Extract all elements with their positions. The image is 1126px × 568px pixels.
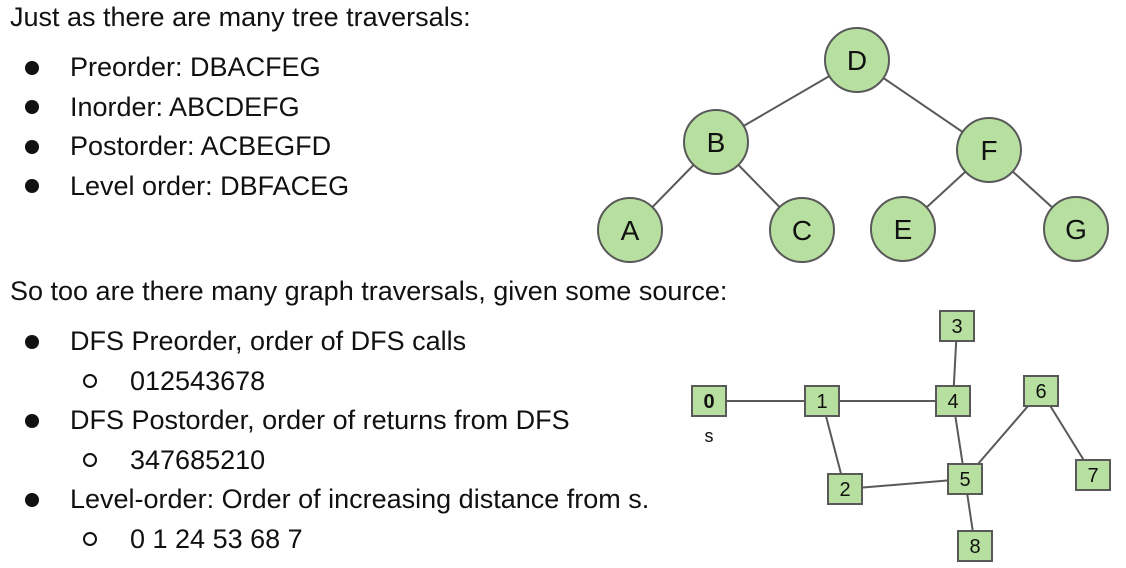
bullet-dot (25, 413, 39, 428)
graph-traversal-text: DFS Preorder, order of DFS calls (70, 326, 467, 356)
traversal-order-text: 012543678 (130, 365, 266, 396)
source-label: s (705, 426, 714, 446)
graph-node-8: 8 (957, 530, 993, 562)
tree-traversal-text: Preorder: DBACFEG (70, 52, 321, 82)
graph-node-label: 8 (969, 536, 980, 558)
graph-node-label: 7 (1087, 465, 1098, 487)
graph-node-label: 1 (816, 391, 827, 413)
graph-edge-2-5 (844, 478, 966, 490)
tree-traversals-heading: Just as there are many tree traversals: (10, 2, 471, 32)
bullet-ring (83, 374, 97, 389)
graph-traversal-list: DFS Preorder, order of DFS calls 01254367… (0, 322, 649, 559)
tree-node-D: D (824, 27, 890, 93)
bullet-ring (83, 453, 97, 468)
tree-node-label: B (707, 127, 726, 158)
tree-node-label: A (621, 215, 640, 246)
graph-traversal-order: 012543678 (0, 362, 649, 402)
graph-node-label: 3 (951, 316, 962, 338)
tree-traversal-item: Preorder: DBACFEG (0, 48, 349, 88)
tree-node-C: C (769, 197, 835, 263)
graph-node-label: 4 (947, 391, 958, 413)
graph-node-label: 6 (1035, 381, 1046, 403)
graph-traversal-text: DFS Postorder, order of returns from DFS (70, 405, 570, 435)
tree-traversal-text: Level order: DBFACEG (70, 170, 350, 201)
tree-node-B: B (683, 109, 749, 175)
graph-node-label: 0 (703, 391, 714, 413)
graph-node-4: 4 (935, 385, 971, 417)
graph-node-3: 3 (939, 310, 975, 342)
graph-traversal-order: 0 1 24 53 68 7 (0, 520, 649, 560)
graph-node-0: 0 (691, 385, 727, 417)
graph-node-1: 1 (804, 385, 840, 417)
bullet-dot (25, 100, 39, 115)
tree-traversal-item: Level order: DBFACEG (0, 167, 349, 207)
tree-traversal-text: Postorder: ACBEGFD (70, 131, 332, 161)
graph-traversal-item: DFS Preorder, order of DFS calls (0, 322, 649, 362)
graph-node-7: 7 (1075, 459, 1111, 491)
tree-node-G: G (1043, 196, 1109, 262)
tree-node-A: A (597, 197, 663, 263)
bullet-dot (25, 179, 39, 194)
tree-node-F: F (956, 117, 1022, 183)
traversal-order-text: 347685210 (130, 444, 266, 475)
graph-traversal-order: 347685210 (0, 441, 649, 481)
tree-node-label: D (847, 45, 867, 76)
graph-node-label: 2 (839, 479, 850, 501)
graph-traversal-item: Level-order: Order of increasing distanc… (0, 480, 649, 520)
bullet-ring (83, 532, 97, 547)
bullet-dot (25, 334, 39, 349)
graph-node-5: 5 (947, 463, 983, 495)
graph-node-6: 6 (1023, 375, 1059, 407)
graph-node-label: 5 (959, 469, 970, 491)
tree-node-label: C (792, 215, 812, 246)
tree-traversal-list: Preorder: DBACFEG Inorder: ABCDEFG Postord… (0, 48, 349, 206)
tree-node-label: E (894, 214, 913, 245)
tree-traversal-item: Inorder: ABCDEFG (0, 88, 349, 128)
bullet-dot (25, 492, 39, 507)
tree-traversal-text: Inorder: ABCDEFG (70, 91, 300, 122)
graph-node-2: 2 (827, 473, 863, 505)
traversal-order-text: 0 1 24 53 68 7 (130, 523, 303, 554)
bullet-dot (25, 139, 39, 154)
tree-node-E: E (870, 196, 936, 262)
graph-traversal-text: Level-order: Order of increasing distanc… (70, 484, 650, 514)
tree-node-label: G (1065, 214, 1087, 245)
graph-traversals-heading: So too are there many graph traversals, … (10, 276, 728, 306)
tree-node-label: F (980, 135, 997, 166)
tree-traversal-item: Postorder: ACBEGFD (0, 127, 349, 167)
bullet-dot (25, 60, 39, 75)
graph-traversal-item: DFS Postorder, order of returns from DFS (0, 401, 649, 441)
